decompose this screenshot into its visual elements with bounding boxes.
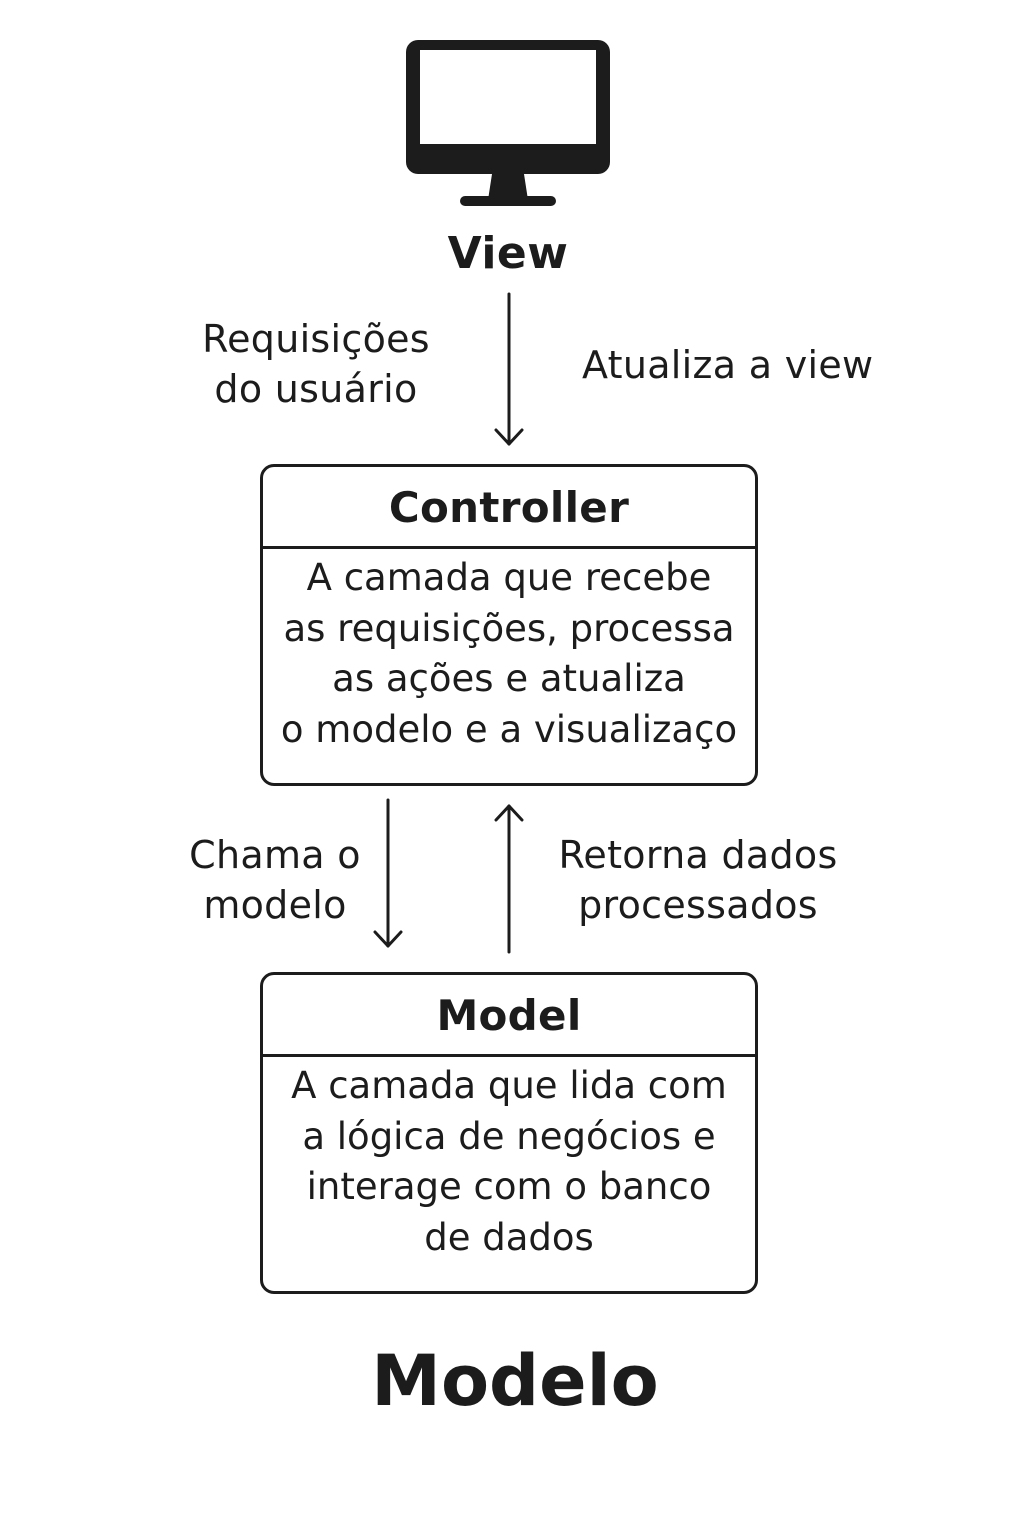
footer-title: Modelo xyxy=(371,1340,659,1422)
arrow-controller-to-model xyxy=(373,798,403,948)
controller-description-line-3: as ações e atualiza xyxy=(332,657,686,700)
arrow-model-to-controller xyxy=(494,804,524,954)
model-description-line-3: interage com o banco xyxy=(306,1165,712,1208)
controller-description-line-2: as requisições, processa xyxy=(283,606,735,650)
edge-label-calls-model-line-1: Chama o xyxy=(189,833,361,877)
model-description-line-1: A camada que lida com xyxy=(291,1064,727,1107)
edge-label-calls-model-line-2: modelo xyxy=(203,883,347,927)
model-title: Model xyxy=(263,975,755,1057)
controller-description-line-1: A camada que recebe xyxy=(306,556,712,599)
controller-title: Controller xyxy=(263,467,755,549)
edge-label-returns-data: Retorna dados processados xyxy=(546,830,850,930)
edge-label-returns-data-line-2: processados xyxy=(578,883,818,927)
edge-label-updates-view: Atualiza a view xyxy=(582,340,873,390)
view-title: View xyxy=(447,228,569,279)
edge-label-calls-model: Chama o modelo xyxy=(180,830,370,930)
edge-label-user-requests-line-2: do usuário xyxy=(214,367,418,411)
model-description-line-4: de dados xyxy=(424,1215,594,1259)
monitor-icon xyxy=(406,40,610,206)
controller-description-line-4: o modelo e a visualizaço xyxy=(280,707,738,751)
edge-label-user-requests-line-1: Requisições xyxy=(202,317,430,361)
edge-label-user-requests: Requisições do usuário xyxy=(190,314,442,414)
model-description-line-2: a lógica de negócios e xyxy=(302,1114,716,1158)
edge-label-returns-data-line-1: Retorna dados xyxy=(558,833,838,877)
model-box: Model A camada que lida com a lógica de … xyxy=(260,972,758,1294)
edge-label-updates-view-line-1: Atualiza a view xyxy=(582,343,874,387)
controller-description: A camada que recebe as requisições, proc… xyxy=(263,549,755,755)
controller-box: Controller A camada que recebe as requis… xyxy=(260,464,758,786)
model-description: A camada que lida com a lógica de negóci… xyxy=(263,1057,755,1263)
arrow-view-to-controller xyxy=(494,292,524,446)
